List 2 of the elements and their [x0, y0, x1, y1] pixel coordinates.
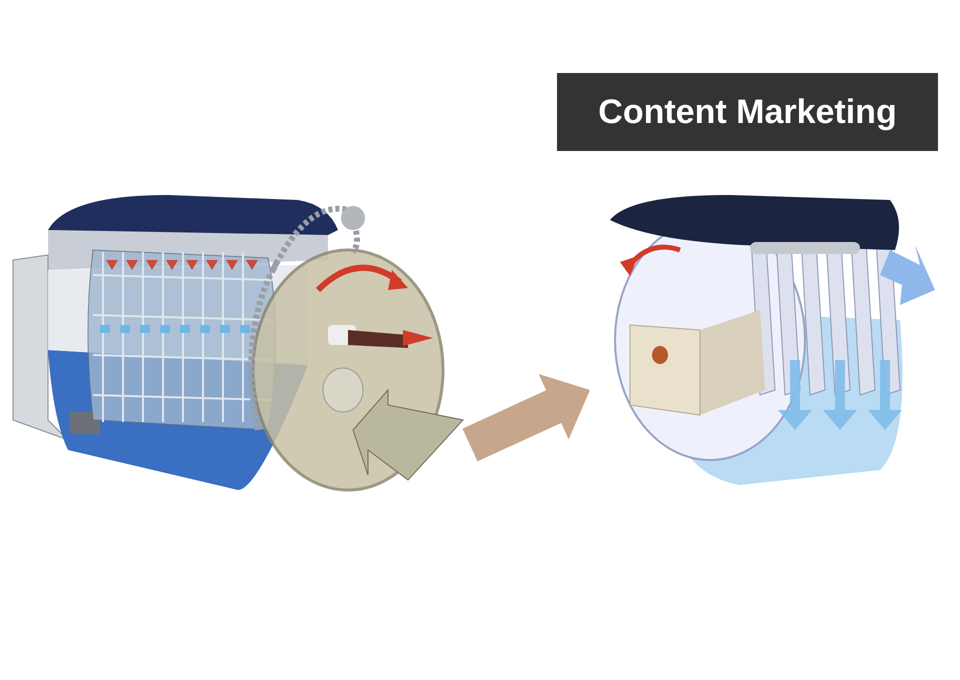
block-arrow	[462, 374, 590, 462]
title-banner: Content Marketing	[557, 73, 938, 151]
